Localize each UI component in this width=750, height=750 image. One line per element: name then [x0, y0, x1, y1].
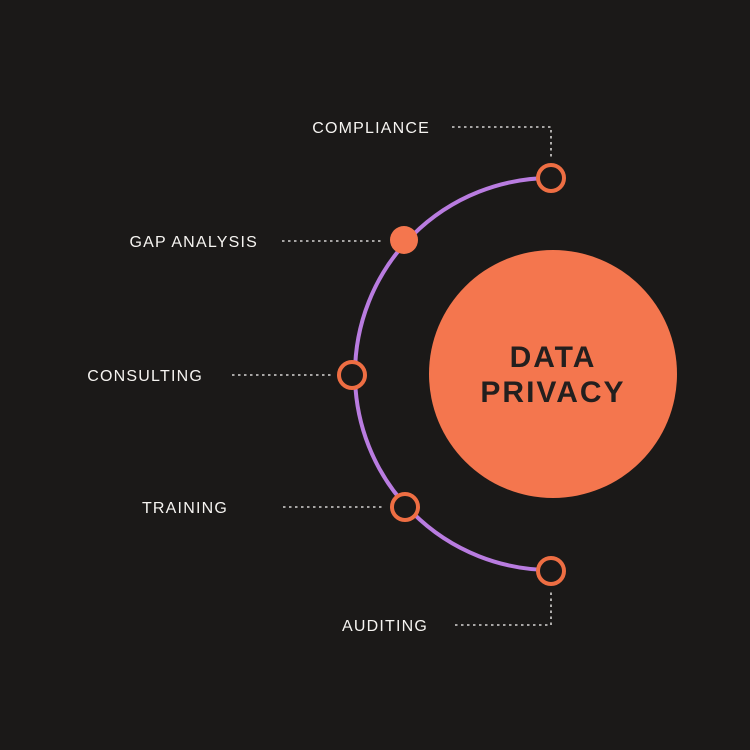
center-title-line2: PRIVACY [480, 376, 625, 409]
node-compliance-icon [536, 163, 566, 193]
item-gap-analysis: GAP ANALYSIS [129, 226, 418, 254]
connector-auditing [455, 589, 552, 626]
label-compliance: COMPLIANCE [312, 120, 430, 137]
center-title-line1: DATA [510, 341, 597, 374]
node-consulting-icon [337, 360, 367, 390]
item-auditing: AUDITING [342, 556, 566, 635]
label-auditing: AUDITING [342, 618, 428, 635]
item-compliance: COMPLIANCE [312, 120, 566, 193]
connector-compliance [452, 126, 552, 160]
node-gap-analysis-icon [390, 226, 418, 254]
item-training: TRAINING [142, 492, 420, 522]
center-circle [429, 250, 677, 498]
node-training-icon [390, 492, 420, 522]
label-gap-analysis: GAP ANALYSIS [129, 234, 258, 251]
item-consulting: CONSULTING [87, 360, 367, 390]
label-training: TRAINING [142, 500, 228, 517]
node-auditing-icon [536, 556, 566, 586]
label-consulting: CONSULTING [87, 368, 203, 385]
